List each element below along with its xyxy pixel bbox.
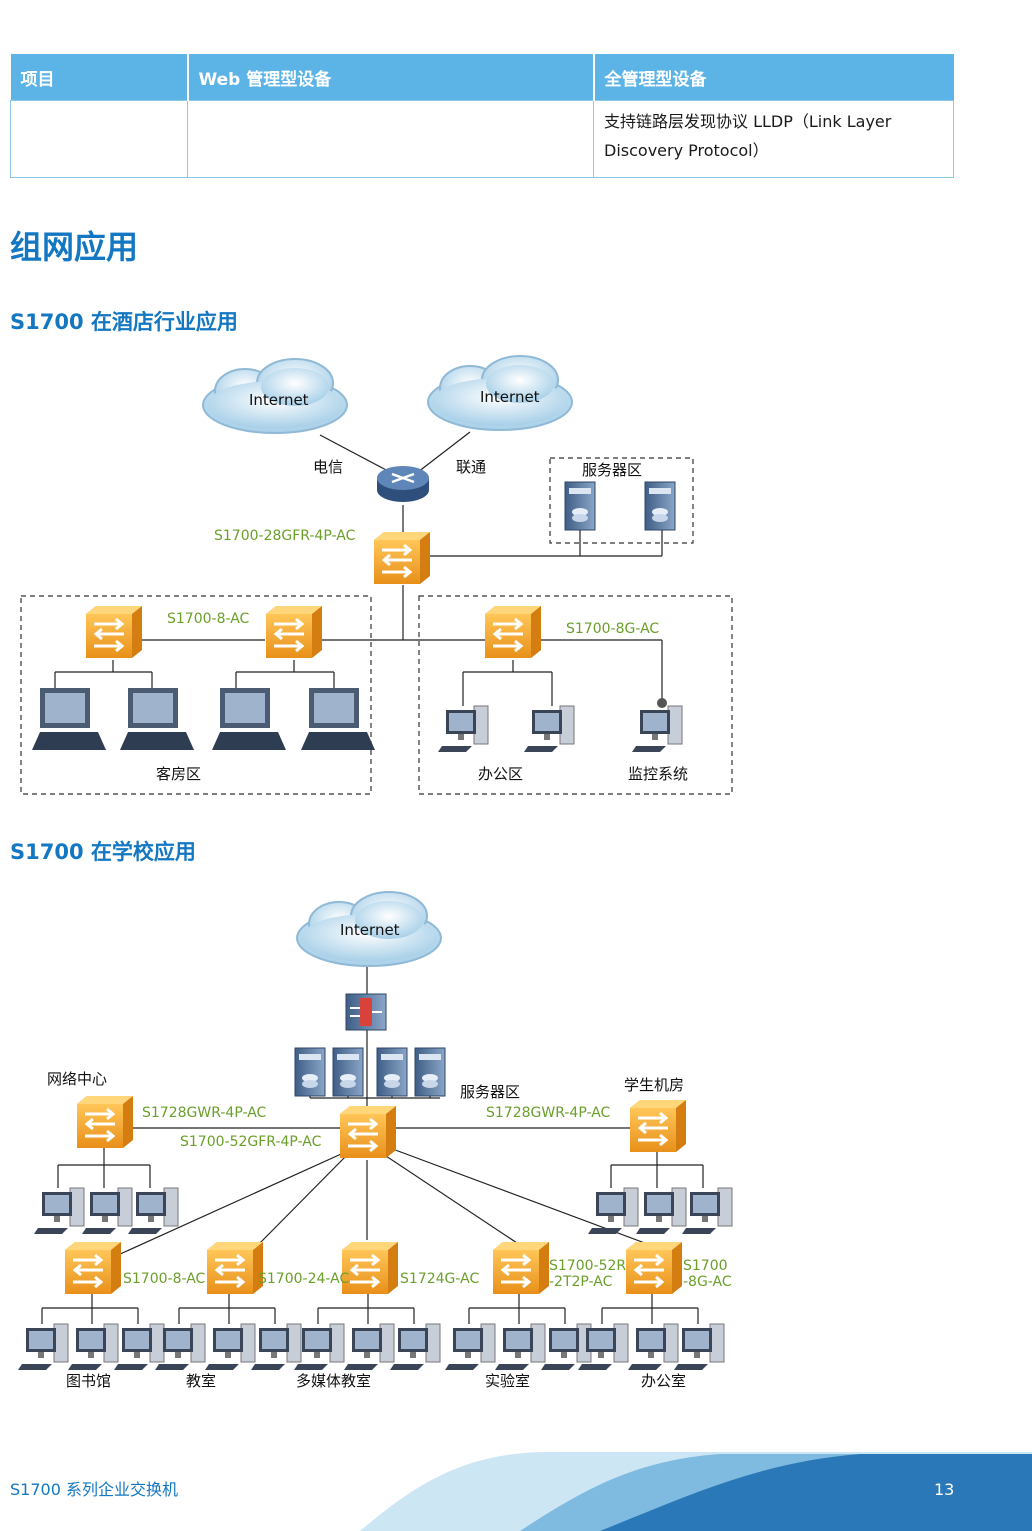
switch-icon [628, 1098, 688, 1154]
col-header-web: Web 管理型设备 [187, 54, 595, 101]
school-title: S1700 在学校应用 [10, 840, 196, 864]
server-icon [414, 1047, 446, 1097]
table-header-row: 项目 Web 管理型设备 全管理型设备 [10, 54, 954, 101]
pc-icon [444, 1323, 496, 1371]
pc-icon [17, 1323, 69, 1371]
switch-label: S1728GWR-4P-AC [486, 1105, 611, 1121]
switch-icon [624, 1240, 684, 1296]
table-cell [187, 100, 594, 178]
zone-label: 图书馆 [66, 1372, 111, 1390]
switch-label: S1700 [683, 1258, 728, 1274]
switch-label: S1724G-AC [400, 1271, 479, 1287]
pc-icon [673, 1323, 725, 1371]
pc-icon [67, 1323, 119, 1371]
pc-icon [587, 1187, 639, 1235]
student-lab-label: 学生机房 [624, 1076, 684, 1094]
server-icon [376, 1047, 408, 1097]
switch-icon [205, 1240, 265, 1296]
server-icon [332, 1047, 364, 1097]
internet-label: Internet [480, 388, 540, 406]
pc-icon [204, 1323, 256, 1371]
switch-label: S1700-24-AC [258, 1271, 349, 1287]
isp-label: 电信 [313, 458, 343, 476]
pc-icon [33, 1187, 85, 1235]
page-number: 13 [934, 1480, 955, 1499]
office-switch-label: S1700-8G-AC [566, 621, 659, 637]
zone-label: 办公室 [641, 1372, 686, 1390]
zone-label: 多媒体教室 [296, 1372, 371, 1390]
zone-label: 教室 [186, 1372, 216, 1390]
core-switch-label: S1700-28GFR-4P-AC [214, 528, 356, 544]
pc-icon [627, 1323, 679, 1371]
pc-icon [113, 1323, 165, 1371]
table-row: 支持链路层发现协议 LLDP（Link Layer Discovery Prot… [10, 100, 954, 178]
zone-label: 监控系统 [628, 765, 688, 783]
switch-icon [340, 1240, 400, 1296]
pc-icon [494, 1323, 546, 1371]
switch-label: S1700-52R [549, 1258, 626, 1274]
pc-icon [127, 1187, 179, 1235]
switch-label: -2T2P-AC [549, 1274, 613, 1290]
internet-label: Internet [340, 921, 400, 939]
server-icon [294, 1047, 326, 1097]
router-icon [377, 466, 429, 502]
isp-label: 联通 [456, 458, 486, 476]
col-header-full: 全管理型设备 [593, 54, 954, 101]
switch-label: S1728GWR-4P-AC [142, 1105, 267, 1121]
pc-icon [681, 1187, 733, 1235]
switch-icon [491, 1240, 551, 1296]
switch-label: S1700-8-AC [123, 1271, 206, 1287]
footer-wave [360, 1451, 1032, 1531]
pc-icon [635, 1187, 687, 1235]
switch-icon [338, 1104, 398, 1160]
switch-icon [63, 1240, 123, 1296]
firewall-icon [345, 993, 387, 1031]
guest-switch-label: S1700-8-AC [167, 611, 250, 627]
internet-label: Internet [249, 391, 309, 409]
switch-label: -8G-AC [683, 1274, 732, 1290]
pc-icon [343, 1323, 395, 1371]
server-zone-label: 服务器区 [582, 461, 642, 479]
pc-icon [250, 1323, 302, 1371]
hotel-title: S1700 在酒店行业应用 [10, 310, 238, 334]
switch-icon [75, 1094, 135, 1150]
server-zone-label: 服务器区 [460, 1083, 520, 1101]
pc-icon [540, 1323, 592, 1371]
pc-icon [389, 1323, 441, 1371]
section-title: 组网应用 [10, 228, 139, 266]
net-center-label: 网络中心 [47, 1070, 107, 1088]
footer-product: S1700 系列企业交换机 [10, 1480, 178, 1499]
zone-label: 客房区 [156, 765, 201, 783]
zone-label: 实验室 [485, 1372, 530, 1390]
spec-table: 项目 Web 管理型设备 全管理型设备 支持链路层发现协议 LLDP（Link … [10, 54, 954, 178]
col-header-item: 项目 [10, 54, 189, 101]
table-cell: 支持链路层发现协议 LLDP（Link Layer Discovery Prot… [593, 100, 954, 178]
pc-icon [81, 1187, 133, 1235]
table-cell [10, 100, 188, 178]
zone-label: 办公区 [478, 765, 523, 783]
core-switch-label: S1700-52GFR-4P-AC [180, 1134, 322, 1150]
